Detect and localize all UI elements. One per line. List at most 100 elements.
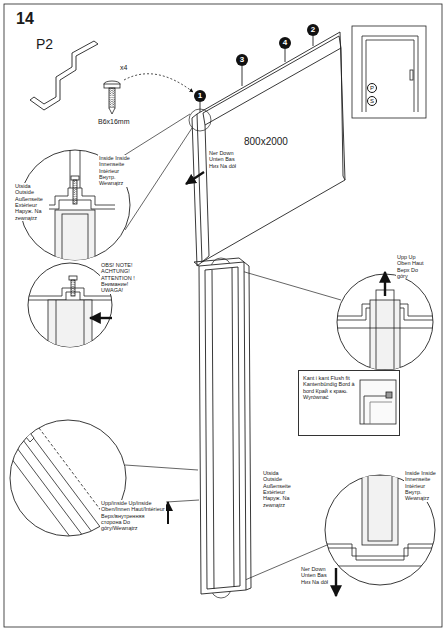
door-panel-part [192, 114, 202, 266]
door-panel-part [200, 102, 201, 112]
detail-bottom-channel-part-part [368, 475, 392, 541]
flush-fit-picture-part [370, 402, 392, 424]
screw-size: B6x16mm [98, 118, 130, 126]
detail-top-channel [337, 272, 433, 370]
flush-fit-note: Kant i kant Flush fit Kantenbündig Bord … [303, 375, 355, 400]
screw-icon-part [104, 81, 120, 87]
orientation-note: Upp/inside Up/inside Oben/Innen Haut/Int… [100, 500, 166, 532]
flush-fit-picture-part [386, 392, 392, 398]
page-frame [4, 4, 442, 627]
direction-note: Ner Down Unten Bas Низ Na dół [300, 566, 332, 585]
detail-frame-edge-part-part [14, 428, 104, 548]
detail-bottom-channel-part-part [362, 475, 398, 545]
callout-number: 1 [194, 90, 206, 102]
detail-attention-part-part [48, 300, 92, 350]
plan-marker: P [367, 83, 377, 93]
down-arrow [186, 172, 204, 184]
detail-attention-part-part [69, 276, 77, 280]
plan-icon-part [362, 36, 418, 112]
detail-bottom-channel-part [335, 568, 337, 596]
quantity: x4 [120, 64, 127, 72]
profile-p2-part [30, 44, 98, 110]
screw-icon [104, 74, 193, 114]
plan-marker: S [367, 96, 377, 106]
detail-top-channel-part-part [337, 328, 433, 329]
leader-lines-part [125, 465, 198, 470]
detail-frame-edge-part [2, 416, 120, 566]
detail-attention-part-part [56, 300, 84, 350]
detail-top-joint-part-part [71, 176, 79, 180]
part-name: P2 [36, 36, 53, 52]
flush-fit-picture-part [364, 396, 392, 424]
node-text: S [370, 98, 374, 105]
door-panel [192, 32, 345, 266]
door-panel-part [203, 36, 341, 125]
plan-icon [352, 26, 426, 118]
detail-frame-edge-part-part [20, 420, 110, 540]
detail-top-channel-part-part [376, 290, 394, 370]
door-panel-part [313, 36, 314, 46]
screw-icon-part [109, 88, 115, 108]
plan-icon-part [410, 70, 413, 80]
detail-top-joint-part-part [40, 200, 115, 209]
screw-icon-part [109, 108, 115, 114]
step-number: 14 [16, 10, 34, 28]
detail-bottom-channel-part-part [325, 566, 435, 567]
door-panel-part [242, 66, 243, 86]
leader-lines-part [189, 109, 211, 131]
node-text: 3 [240, 55, 244, 64]
node-text: 2 [311, 25, 315, 34]
direction-note: Ner Down Unten Bas Низ Na dół [208, 150, 238, 169]
detail-attention-part [90, 317, 112, 319]
screw-icon-part [124, 74, 193, 92]
flush-fit-picture [360, 380, 396, 424]
node-text: 1 [198, 91, 202, 100]
detail-top-joint-part-part [70, 150, 80, 188]
detail-top-channel-part [384, 272, 386, 296]
detail-top-channel-part [337, 290, 433, 370]
plan-icon-part [366, 40, 414, 112]
side-note: Inside Inside Innenseite Intérieur Внутр… [98, 155, 136, 187]
side-note: Inside Inside Innenseite Intérieur Внутр… [404, 470, 440, 502]
plan-icon-part [352, 26, 426, 118]
screw-icon-part [104, 84, 120, 88]
door-frame-part [194, 258, 244, 266]
door-panel-part [197, 32, 345, 262]
detail-frame-edge-part-part [22, 428, 34, 442]
door-frame-part [205, 267, 240, 589]
node-text: 4 [283, 38, 287, 47]
up-arrow [167, 502, 169, 524]
callout-number: 4 [279, 37, 291, 49]
side-note: Utsida Outside Außenseite Extérieur Нару… [262, 470, 298, 508]
direction-note: Upp Up Oben Haut Верх Do góry [396, 254, 428, 279]
side-note: Utsida Outside Außenseite Extérieur Нару… [14, 183, 49, 221]
door-frame-part [212, 268, 234, 589]
detail-frame-edge-part-part [2, 446, 92, 566]
detail-frame-edge [2, 416, 126, 566]
detail-top-joint-part-part [55, 210, 95, 270]
detail-top-joint-part-part [73, 180, 77, 204]
detail-top-channel-part-part [370, 300, 400, 370]
door-panel-part [205, 48, 343, 256]
warning-note: OBS! NOTE! ACHTUNG! ATTENTION ! Внимание… [100, 262, 140, 294]
flush-fit-box: Kant i kant Flush fit Kantenbündig Bord … [298, 370, 400, 436]
detail-attention-part-part [71, 280, 75, 296]
node-text: P [370, 85, 374, 92]
dimension: 800x2000 [244, 136, 288, 148]
callout-number: 2 [307, 24, 319, 36]
door-panel-part [202, 176, 345, 262]
door-frame-part [199, 262, 246, 594]
leader-lines-part [231, 268, 341, 300]
detail-bottom-channel-part-part [325, 548, 435, 560]
door-panel-part [285, 49, 286, 62]
detail-top-joint-part-part [62, 214, 88, 270]
door-frame-part [244, 262, 251, 590]
flush-fit-picture-part [360, 380, 396, 424]
callout-number: 3 [236, 54, 248, 66]
detail-top-joint-part-part [40, 188, 115, 205]
down-arrow-part [186, 172, 204, 184]
door-frame [194, 258, 251, 594]
detail-frame-edge-part-part [8, 436, 98, 556]
